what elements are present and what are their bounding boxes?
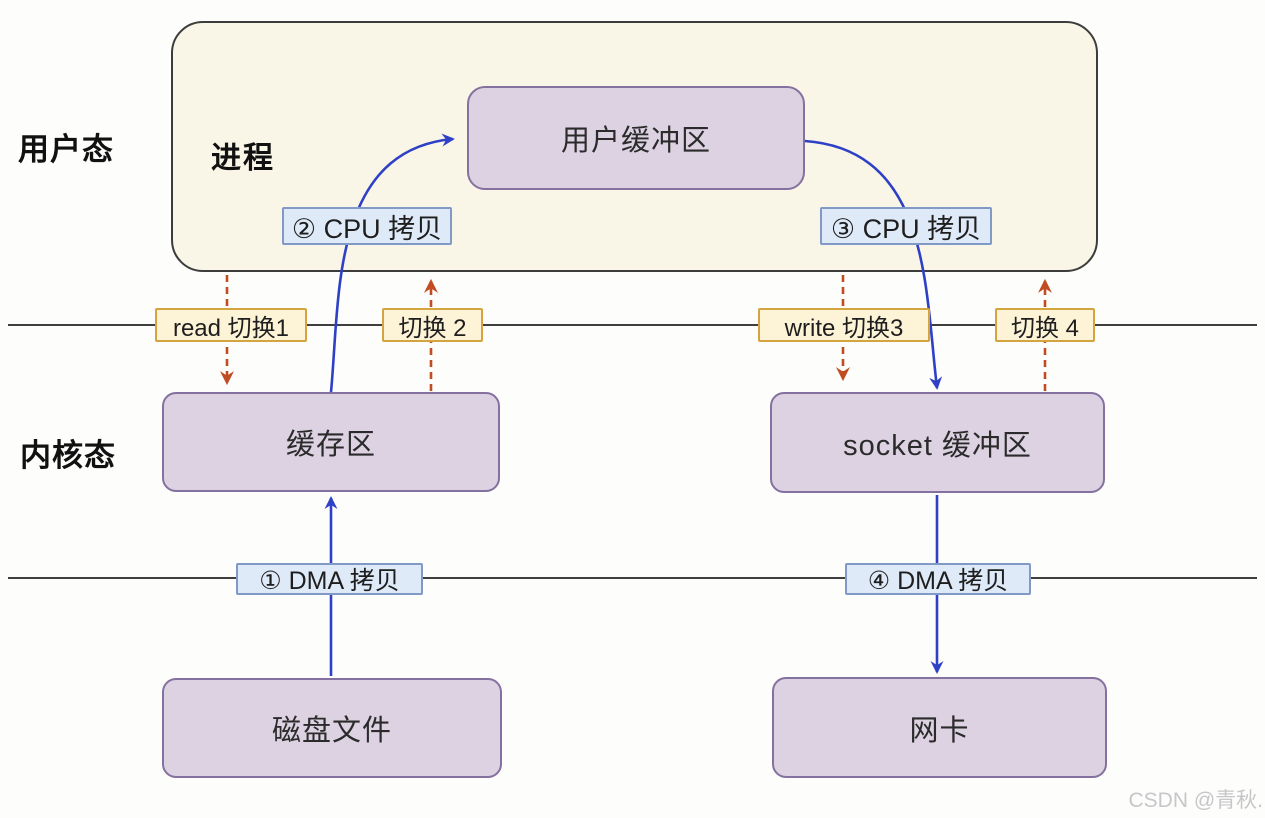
- dma-copy-4-label: ④ DMA 拷贝: [867, 567, 1009, 595]
- socket-buffer-node: socket 缓冲区: [770, 392, 1105, 493]
- switch-2-badge: 切换 2: [382, 308, 483, 342]
- user-buffer-node: 用户缓冲区: [467, 86, 805, 190]
- cpu-copy-2-label: ② CPU 拷贝: [291, 213, 443, 244]
- process-label: 进程: [211, 142, 275, 175]
- user-kernel-boundary-line: [8, 324, 1257, 326]
- network-card-node: 网卡: [772, 677, 1107, 778]
- kernel-buffer-label: 缓存区: [285, 429, 376, 461]
- kernel-hardware-boundary-line: [8, 577, 1257, 579]
- watermark: CSDN @青秋.: [1128, 789, 1264, 812]
- switch-2-label: 切换 2: [398, 314, 467, 342]
- user-buffer-label: 用户缓冲区: [560, 125, 711, 157]
- switch-4-badge: 切换 4: [995, 308, 1095, 342]
- network-card-label: 网卡: [909, 714, 970, 747]
- dma-copy-1-badge: ① DMA 拷贝: [236, 563, 423, 595]
- cpu-copy-3-label: ③ CPU 拷贝: [830, 213, 982, 244]
- cpu-copy-3-badge: ③ CPU 拷贝: [820, 207, 992, 245]
- dma-copy-1-label: ① DMA 拷贝: [259, 567, 400, 595]
- switch-4-label: 切换 4: [1010, 314, 1079, 342]
- read-switch-1-label: read 切换1: [172, 314, 290, 342]
- write-switch-3-badge: write 切换3: [758, 308, 930, 342]
- dma-copy-4-badge: ④ DMA 拷贝: [845, 563, 1031, 595]
- kernel-mode-label: 内核态: [20, 438, 116, 473]
- read-switch-1-badge: read 切换1: [155, 308, 307, 342]
- user-mode-label: 用户态: [18, 132, 114, 167]
- kernel-buffer-node: 缓存区: [162, 392, 500, 492]
- write-switch-3-label: write 切换3: [784, 314, 904, 342]
- disk-file-node: 磁盘文件: [162, 678, 502, 778]
- socket-buffer-label: socket 缓冲区: [843, 429, 1032, 462]
- cpu-copy-2-badge: ② CPU 拷贝: [282, 207, 452, 245]
- disk-file-label: 磁盘文件: [271, 715, 392, 747]
